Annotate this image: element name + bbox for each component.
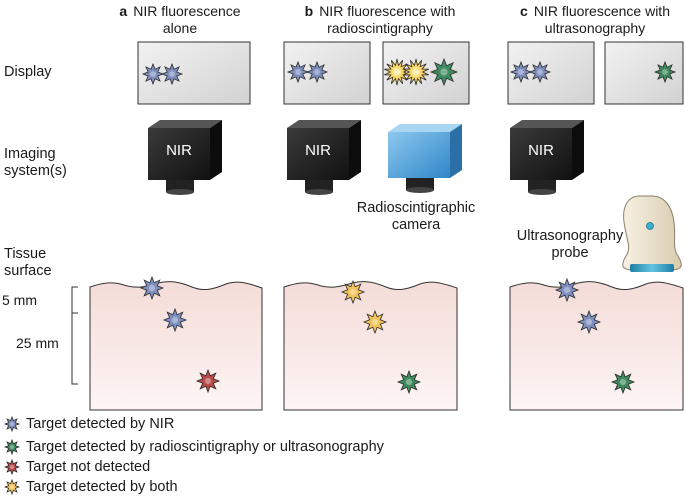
panel-title-b: b NIR fluorescence with radioscintigraphy	[280, 3, 480, 37]
display-b-nir-star-icon	[286, 60, 310, 84]
legend-item-green: Target detected by radioscintigraphy or …	[4, 439, 384, 455]
display-a-nir-star-icon	[160, 62, 184, 86]
display-b-nir-star-icon	[305, 60, 329, 84]
row-label-imaging-line1: Imaging	[4, 146, 56, 162]
tissue-b-deep-star-icon	[396, 369, 422, 395]
panel-title-line2: alone	[162, 20, 198, 36]
display-b-green-star-icon	[429, 57, 459, 87]
row-label-display: Display	[4, 64, 52, 80]
row-label-tissue: Tissue surface	[4, 246, 52, 280]
display-b-burst-icon	[384, 58, 410, 86]
tissue-a-shallow-star-icon	[139, 275, 165, 301]
tissue-c-deep-star-icon	[610, 369, 636, 395]
row-label-tissue-line1: Tissue	[4, 246, 47, 262]
legend-yellow-star-icon	[4, 479, 20, 495]
legend-label: Target detected by NIR	[26, 416, 175, 432]
row-label-imaging: Imaging system(s)	[4, 146, 67, 180]
panel-title-line1: NIR fluorescence with	[533, 3, 670, 19]
radio-camera-label-line1: Radioscintigraphic	[356, 200, 476, 216]
tissue-a-mid-star-icon	[162, 307, 188, 333]
panel-letter: c	[520, 3, 528, 19]
panel-title-line1: NIR fluorescence with	[319, 3, 456, 19]
panel-letter: b	[304, 3, 314, 19]
legend-label: Target not detected	[26, 459, 151, 475]
legend-item-red: Target not detected	[4, 459, 150, 475]
legend-red-star-icon	[4, 459, 20, 475]
nir-camera-label-c: NIR	[528, 142, 554, 159]
legend-label: Target detected by both	[26, 479, 178, 495]
tissue-a	[89, 281, 263, 411]
depth-label-5mm: 5 mm	[2, 292, 37, 308]
us-probe-label-line1: Ultrasonography	[516, 228, 624, 244]
tissue-b	[283, 281, 458, 411]
nir-camera-c	[510, 120, 584, 195]
tissue-b-shallow-star-icon	[340, 279, 366, 305]
radio-camera-label-line2: camera	[391, 217, 441, 233]
row-label-imaging-line2: system(s)	[4, 163, 67, 179]
tissue-a-deep-star-icon	[195, 368, 221, 394]
legend-star-shape	[4, 439, 20, 455]
display-c-nir-star-icon	[509, 60, 533, 84]
nir-camera-label-a: NIR	[166, 142, 192, 159]
depth-bracket-25mm	[71, 312, 78, 385]
depth-label-25mm: 25 mm	[16, 335, 59, 351]
row-label-tissue-line2: surface	[4, 263, 52, 279]
nir-camera-label-b: NIR	[305, 142, 331, 159]
panel-title-line1: NIR fluorescence	[133, 3, 241, 19]
legend-star-shape	[4, 479, 20, 495]
display-c-nir-star-icon	[528, 60, 552, 84]
display-c-green-star-icon	[653, 60, 677, 84]
legend-star-shape	[4, 416, 20, 432]
panel-title-c: c NIR fluorescence with ultrasonography	[505, 3, 685, 37]
display-b-burst-icon	[403, 58, 429, 86]
nir-camera-b	[287, 120, 361, 195]
display-a-nir-star-icon	[141, 62, 165, 86]
radio-camera	[388, 124, 462, 193]
legend-item-nir: Target detected by NIR	[4, 416, 174, 432]
legend-item-yellow: Target detected by both	[4, 479, 178, 495]
panel-title-line2: ultrasonography	[544, 20, 646, 36]
us-probe	[622, 195, 682, 272]
legend-star-shape	[4, 459, 20, 475]
legend-green-star-icon	[4, 439, 20, 455]
tissue-c-mid-star-icon	[576, 309, 602, 335]
tissue-c	[509, 281, 684, 411]
nir-camera-a	[148, 120, 222, 195]
panel-title-a: a NIR fluorescence alone	[90, 3, 270, 37]
legend-nir-star-icon	[4, 416, 20, 432]
legend-label: Target detected by radioscintigraphy or …	[26, 439, 384, 455]
panel-letter: a	[119, 3, 128, 19]
depth-bracket-5mm	[71, 286, 78, 314]
us-probe-label-line2: probe	[551, 245, 589, 261]
tissue-b-mid-star-icon	[362, 309, 388, 335]
tissue-c-shallow-star-icon	[554, 277, 580, 303]
panel-title-line2: radioscintigraphy	[327, 20, 433, 36]
display-b-nir	[283, 41, 371, 105]
us-probe-label: Ultrasonography probe	[500, 228, 640, 262]
radio-camera-label: Radioscintigraphic camera	[336, 200, 496, 234]
